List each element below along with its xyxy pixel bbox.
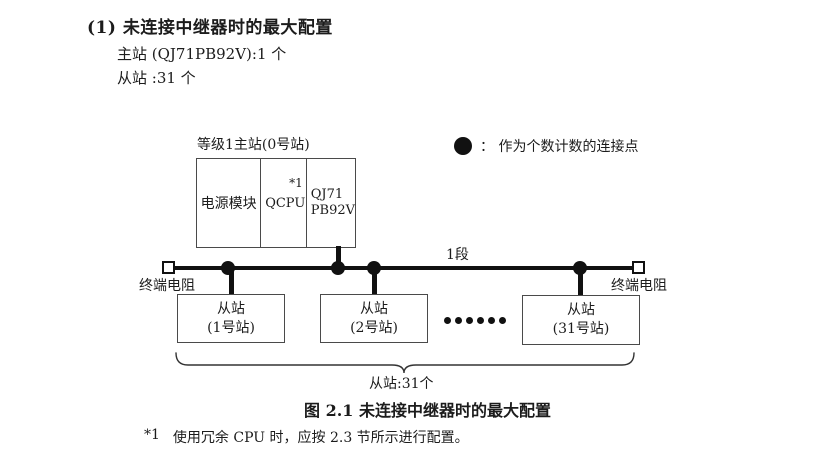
network-module-cell: QJ71 PB92V [307,159,355,247]
connection-point-dot [331,261,345,275]
cpu-cell: *1 QCPU [261,159,307,247]
slave-station-31-box: 从站 (31号站) [522,295,640,345]
dot [499,317,506,324]
slave-total-label: 从站:31个 [369,376,434,392]
cpu-label: QCPU [265,195,306,211]
dot [444,317,451,324]
left-terminator-label: 终端电阻 [139,278,195,294]
connection-point-dot [367,261,381,275]
slave-station-1-line1: 从站 [217,300,245,317]
slave-station-2-box: 从站 (2号站) [320,294,428,343]
bus-line [169,266,639,270]
connection-point-icon [454,137,472,155]
master-drop-line [336,246,341,268]
dot [466,317,473,324]
master-station-box: 电源模块 *1 QCPU QJ71 PB92V [196,158,356,248]
slave-station-1-line2: (1号站) [207,319,255,336]
right-terminator-square [632,261,645,274]
footnote-marker: *1 [144,427,160,443]
legend: ： 作为个数计数的连接点 [454,136,638,156]
slave31-drop-line [578,268,583,295]
network-module-line1: QJ71 [310,187,344,203]
connection-point-dot [221,261,235,275]
footnote-text: 使用冗余 CPU 时，应按 2.3 节所示进行配置。 [172,430,469,446]
dot [488,317,495,324]
power-module-cell: 电源模块 [197,159,262,247]
master-station-label: 等级1主站(0号站) [197,137,310,153]
section-title: (1) 未连接中继器时的最大配置 [87,18,333,38]
legend-text: ： 作为个数计数的连接点 [480,139,639,155]
slave-station-2-line2: (2号站) [350,319,398,336]
figure-caption: 图 2.1 未连接中继器时的最大配置 [304,401,551,420]
cpu-footnote-ref: *1 [289,176,303,190]
segment-label: 1段 [446,247,469,263]
connection-point-dot [573,261,587,275]
power-module-label: 电源模块 [200,196,257,212]
footnote: *1 使用冗余 CPU 时，应按 2.3 节所示进行配置。 [144,427,469,447]
network-module-line2: PB92V [310,203,355,218]
slaves-brace [175,352,635,374]
slave-count-line: 从站 :31 个 [117,69,196,87]
slave-station-31-line2: (31号站) [552,321,610,337]
continuation-dots [444,317,506,324]
dot [477,317,484,324]
master-count-line: 主站 (QJ71PB92V):1 个 [117,45,287,63]
right-terminator-label: 终端电阻 [611,278,667,294]
slave1-drop-line [229,268,234,294]
slave2-drop-line [372,268,377,294]
slave-station-31-line1: 从站 [567,302,595,319]
slave-station-2-line1: 从站 [360,300,388,317]
slave-station-1-box: 从站 (1号站) [177,294,285,343]
dot [455,317,462,324]
left-terminator-square [162,261,175,274]
